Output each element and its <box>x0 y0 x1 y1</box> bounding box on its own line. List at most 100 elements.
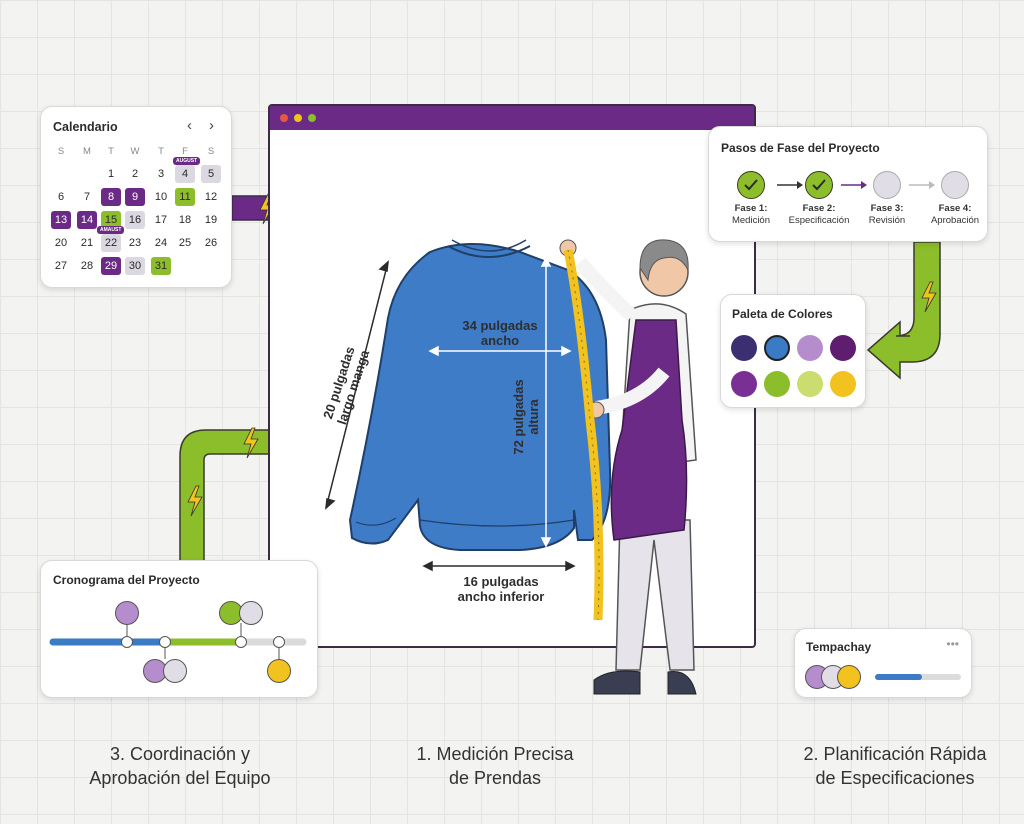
calendar-day[interactable]: 28 <box>80 260 94 272</box>
palette-title: Paleta de Colores <box>732 307 833 321</box>
month-tag: AUGUST <box>173 157 201 165</box>
calendar-day[interactable]: 25 <box>178 237 192 249</box>
color-swatch[interactable] <box>731 335 757 361</box>
measure-lines <box>428 256 572 548</box>
calendar-day[interactable]: 10 <box>154 191 168 203</box>
calendar-day[interactable]: 27 <box>54 260 68 272</box>
weekday-label: S <box>57 146 65 157</box>
group-icon[interactable] <box>163 659 187 683</box>
calendar-day[interactable]: 22 <box>101 234 121 252</box>
phase-3-circle-icon[interactable] <box>873 171 901 199</box>
weekday-label: S <box>207 146 215 157</box>
weekday-label: W <box>130 146 140 157</box>
group-icon[interactable] <box>239 601 263 625</box>
phase-1-check-icon[interactable] <box>737 171 765 199</box>
calendar-day[interactable]: 26 <box>204 237 218 249</box>
phase-2-check-icon[interactable] <box>805 171 833 199</box>
tempachay-title: Tempachay <box>806 640 872 654</box>
phase-1-label: Fase 1:Medición <box>731 203 771 226</box>
timeline-card: Cronograma del Proyecto <box>40 560 318 698</box>
color-swatch[interactable] <box>830 335 856 361</box>
timeline-node[interactable] <box>235 636 247 648</box>
calendar-title: Calendario <box>53 120 118 134</box>
calendar-day[interactable]: 9 <box>125 188 145 206</box>
calendar-day <box>51 165 71 183</box>
progress-fill <box>875 674 923 680</box>
phase-3-label: Fase 3:Revisión <box>868 203 906 226</box>
calendar-day[interactable]: 23 <box>128 237 142 249</box>
calendar-day[interactable]: 12 <box>204 191 218 203</box>
browser-title-bar <box>270 106 754 130</box>
calendar-day[interactable]: 20 <box>54 237 68 249</box>
calendar-day[interactable]: 31 <box>151 257 171 275</box>
chevron-right-icon[interactable]: › <box>209 117 214 134</box>
green-arrow-right <box>866 241 941 380</box>
calendar-day[interactable]: 17 <box>154 214 168 226</box>
color-swatch[interactable] <box>797 371 823 397</box>
calendar-day[interactable]: 8 <box>101 188 121 206</box>
phases-title: Pasos de Fase del Proyecto <box>721 141 880 155</box>
phase-2-label: Fase 2:Especificación <box>788 203 850 226</box>
avatar[interactable] <box>267 659 291 683</box>
color-palette-card: Paleta de Colores <box>720 294 866 408</box>
tempachay-card: Tempachay ••• <box>794 628 972 698</box>
calendar-day[interactable]: 18 <box>178 214 192 226</box>
color-swatch[interactable] <box>764 335 790 361</box>
more-icon[interactable]: ••• <box>946 637 959 651</box>
calendar-day[interactable]: 5 <box>201 165 221 183</box>
maximize-dot-icon[interactable] <box>308 114 316 122</box>
color-swatch[interactable] <box>797 335 823 361</box>
calendar-day[interactable]: 7 <box>83 191 91 203</box>
timeline-title: Cronograma del Proyecto <box>53 573 200 587</box>
calendar-day[interactable]: 11 <box>175 188 195 206</box>
calendar-day[interactable]: 29 <box>101 257 121 275</box>
month-tag: AMAUST <box>97 226 125 234</box>
minimize-dot-icon[interactable] <box>294 114 302 122</box>
close-dot-icon[interactable] <box>280 114 288 122</box>
calendar-day[interactable]: 14 <box>77 211 97 229</box>
chevron-left-icon[interactable]: ‹ <box>187 117 192 134</box>
weekday-label: M <box>83 146 91 157</box>
calendar-day <box>201 257 221 275</box>
bolt-icon <box>187 485 203 517</box>
calendar-day[interactable]: 13 <box>51 211 71 229</box>
calendar-day[interactable]: 3 <box>157 168 165 180</box>
calendar-day[interactable]: 16 <box>125 211 145 229</box>
phase-4-label: Fase 4:Aprobación <box>930 203 980 226</box>
color-swatch[interactable] <box>830 371 856 397</box>
bolt-icon <box>921 281 937 313</box>
calendar-day[interactable]: 6 <box>57 191 65 203</box>
progress-bar <box>875 674 961 680</box>
calendar-day[interactable]: 2 <box>131 168 139 180</box>
avatar[interactable] <box>115 601 139 625</box>
tailor-figure <box>559 239 697 695</box>
calendar-day[interactable]: 21 <box>80 237 94 249</box>
avatar[interactable] <box>837 665 861 689</box>
phase-4-circle-icon[interactable] <box>941 171 969 199</box>
calendar-day[interactable]: 24 <box>154 237 168 249</box>
phase-connectors <box>777 181 935 189</box>
color-swatch[interactable] <box>731 371 757 397</box>
calendar-day <box>175 257 195 275</box>
timeline-node[interactable] <box>121 636 133 648</box>
weekday-label: F <box>182 146 188 157</box>
sweater <box>348 239 612 551</box>
phases-card: Pasos de Fase del Proyecto Fase 1:Medici… <box>708 126 988 242</box>
calendar-day[interactable]: 19 <box>204 214 218 226</box>
weekday-label: T <box>158 146 164 157</box>
external-measure-lines <box>325 260 576 572</box>
calendar-day[interactable]: 30 <box>125 257 145 275</box>
color-swatch[interactable] <box>764 371 790 397</box>
timeline-node[interactable] <box>159 636 171 648</box>
calendar-day[interactable]: 4 <box>175 165 195 183</box>
calendar-day[interactable]: 1 <box>107 168 115 180</box>
timeline-track <box>49 623 307 659</box>
calendar-day[interactable]: 15 <box>101 211 121 229</box>
timeline-node[interactable] <box>273 636 285 648</box>
